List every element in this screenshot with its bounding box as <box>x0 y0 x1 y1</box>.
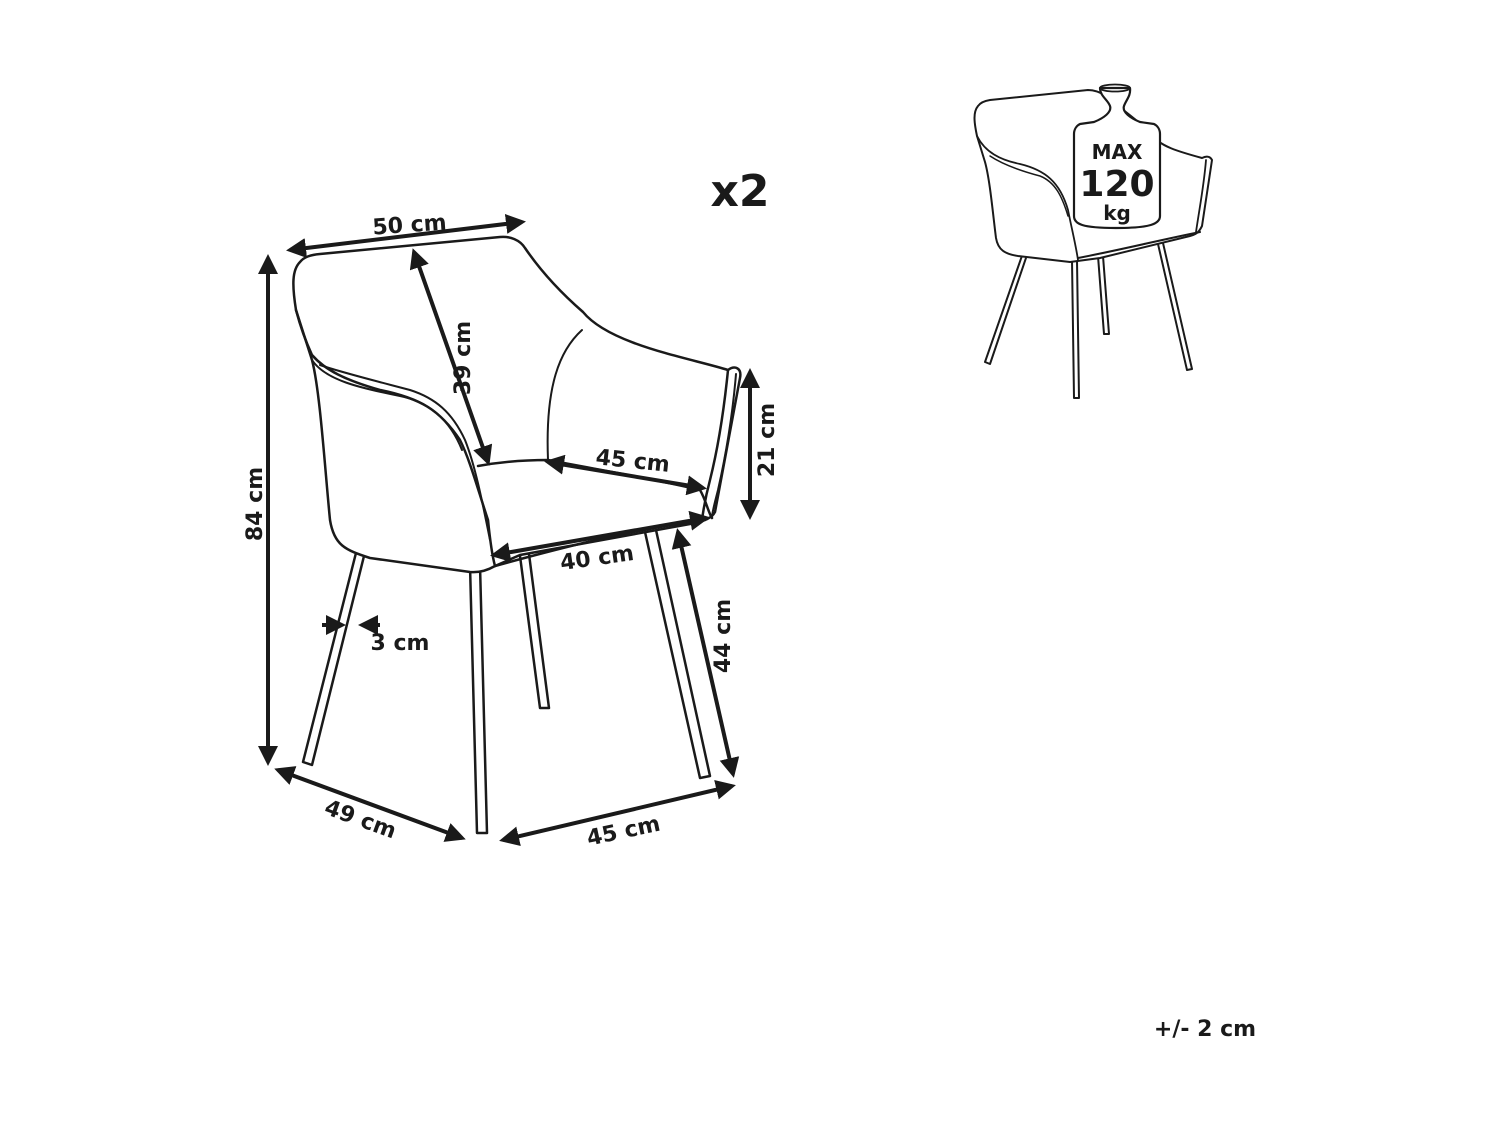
dim-line-seat-front-width <box>490 510 710 563</box>
label-depth-bottom: 49 cm <box>321 795 399 844</box>
label-backrest-depth: 39 cm <box>451 321 476 395</box>
small-chair-piping <box>989 155 1069 217</box>
dimension-lines <box>258 213 760 847</box>
label-leg-thickness: 3 cm <box>371 631 430 656</box>
chair-right-arm-front <box>700 368 730 522</box>
small-chair-back-inner <box>976 135 1079 261</box>
tolerance-label: +/- 2 cm <box>1154 1017 1256 1042</box>
dimension-labels: 50 cm 39 cm 45 cm 21 cm 84 cm 40 cm 44 c… <box>243 210 780 851</box>
chair-leg-front-right <box>643 528 712 780</box>
dim-line-width-bottom <box>499 779 736 847</box>
dim-line-backrest-depth <box>409 248 493 466</box>
small-chair-leg-back-left <box>984 249 1029 365</box>
chair-arm-seam <box>546 329 583 461</box>
max-load-value: 120 <box>1079 164 1154 205</box>
label-total-height: 84 cm <box>243 467 268 541</box>
label-seat-height: 44 cm <box>711 599 736 673</box>
dim-line-seat-height <box>671 528 740 778</box>
max-load-unit: kg <box>1103 201 1131 225</box>
main-chair-illustration <box>292 235 742 835</box>
dim-line-depth-bottom <box>274 766 466 842</box>
max-load-illustration: MAX 120 kg <box>973 83 1213 399</box>
weight-vase-rim <box>1099 83 1131 93</box>
weight-vase-icon <box>1072 86 1162 230</box>
chair-leg-front-left <box>468 563 489 835</box>
quantity-label: x2 <box>711 166 770 217</box>
small-chair-leg-front-left <box>1071 259 1080 399</box>
small-chair-arm-front <box>1195 159 1207 233</box>
max-load-label: MAX <box>1092 140 1143 164</box>
small-chair-seat-edge <box>1077 231 1201 259</box>
chair-right-arm-piping <box>711 373 737 519</box>
chair-leg-back-left <box>301 543 368 767</box>
dim-line-seat-width-top <box>286 213 526 259</box>
small-chair-leg-front-right <box>1157 242 1193 371</box>
label-seat-width-top: 50 cm <box>372 210 448 240</box>
dim-line-seat-depth <box>544 454 707 496</box>
label-armrest-height: 21 cm <box>755 403 780 477</box>
chair-leg-back-right <box>518 552 551 710</box>
small-chair-leg-back-right <box>1097 255 1110 335</box>
